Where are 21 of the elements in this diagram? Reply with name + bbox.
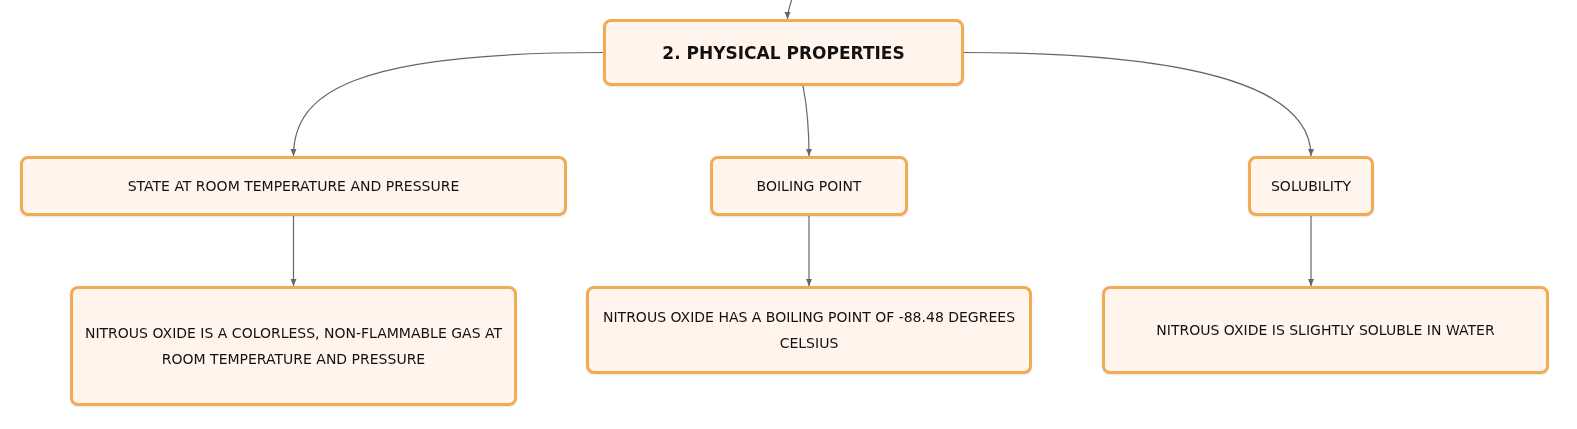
concept-box [20, 156, 567, 216]
concept-text: BOILING POINT [755, 177, 863, 196]
concept-box [1248, 156, 1374, 216]
concept-text: STATE AT ROOM TEMPERATURE AND PRESSURE [126, 177, 461, 196]
connector-arrow [806, 215, 812, 287]
connector-arrow [291, 51, 604, 157]
concept-text: NITROUS OXIDE IS SLIGHTLY SOLUBLE IN WATER [1155, 321, 1496, 340]
topic-box [603, 19, 964, 86]
connector-arrow [802, 85, 812, 157]
connector-arrow [784, 0, 793, 20]
connector-arrow [963, 51, 1313, 157]
topic-title: 2. PHYSICAL PROPERTIES [661, 41, 906, 65]
concept-box [1102, 286, 1549, 374]
connector-arrow [1308, 215, 1314, 287]
concept-text: NITROUS OXIDE IS A COLORLESS, NON-FLAMMABLE GAS AT ROOM TEMPERATURE AND PRESSURE [83, 324, 504, 369]
concept-box [710, 156, 908, 216]
concept-text: SOLUBILITY [1270, 177, 1352, 196]
connector-arrow [290, 215, 297, 287]
concept-text: NITROUS OXIDE HAS A BOILING POINT OF -88.48 DEGREES CELSIUS [602, 308, 1016, 353]
concept-box [70, 286, 517, 406]
concept-box [586, 286, 1032, 374]
